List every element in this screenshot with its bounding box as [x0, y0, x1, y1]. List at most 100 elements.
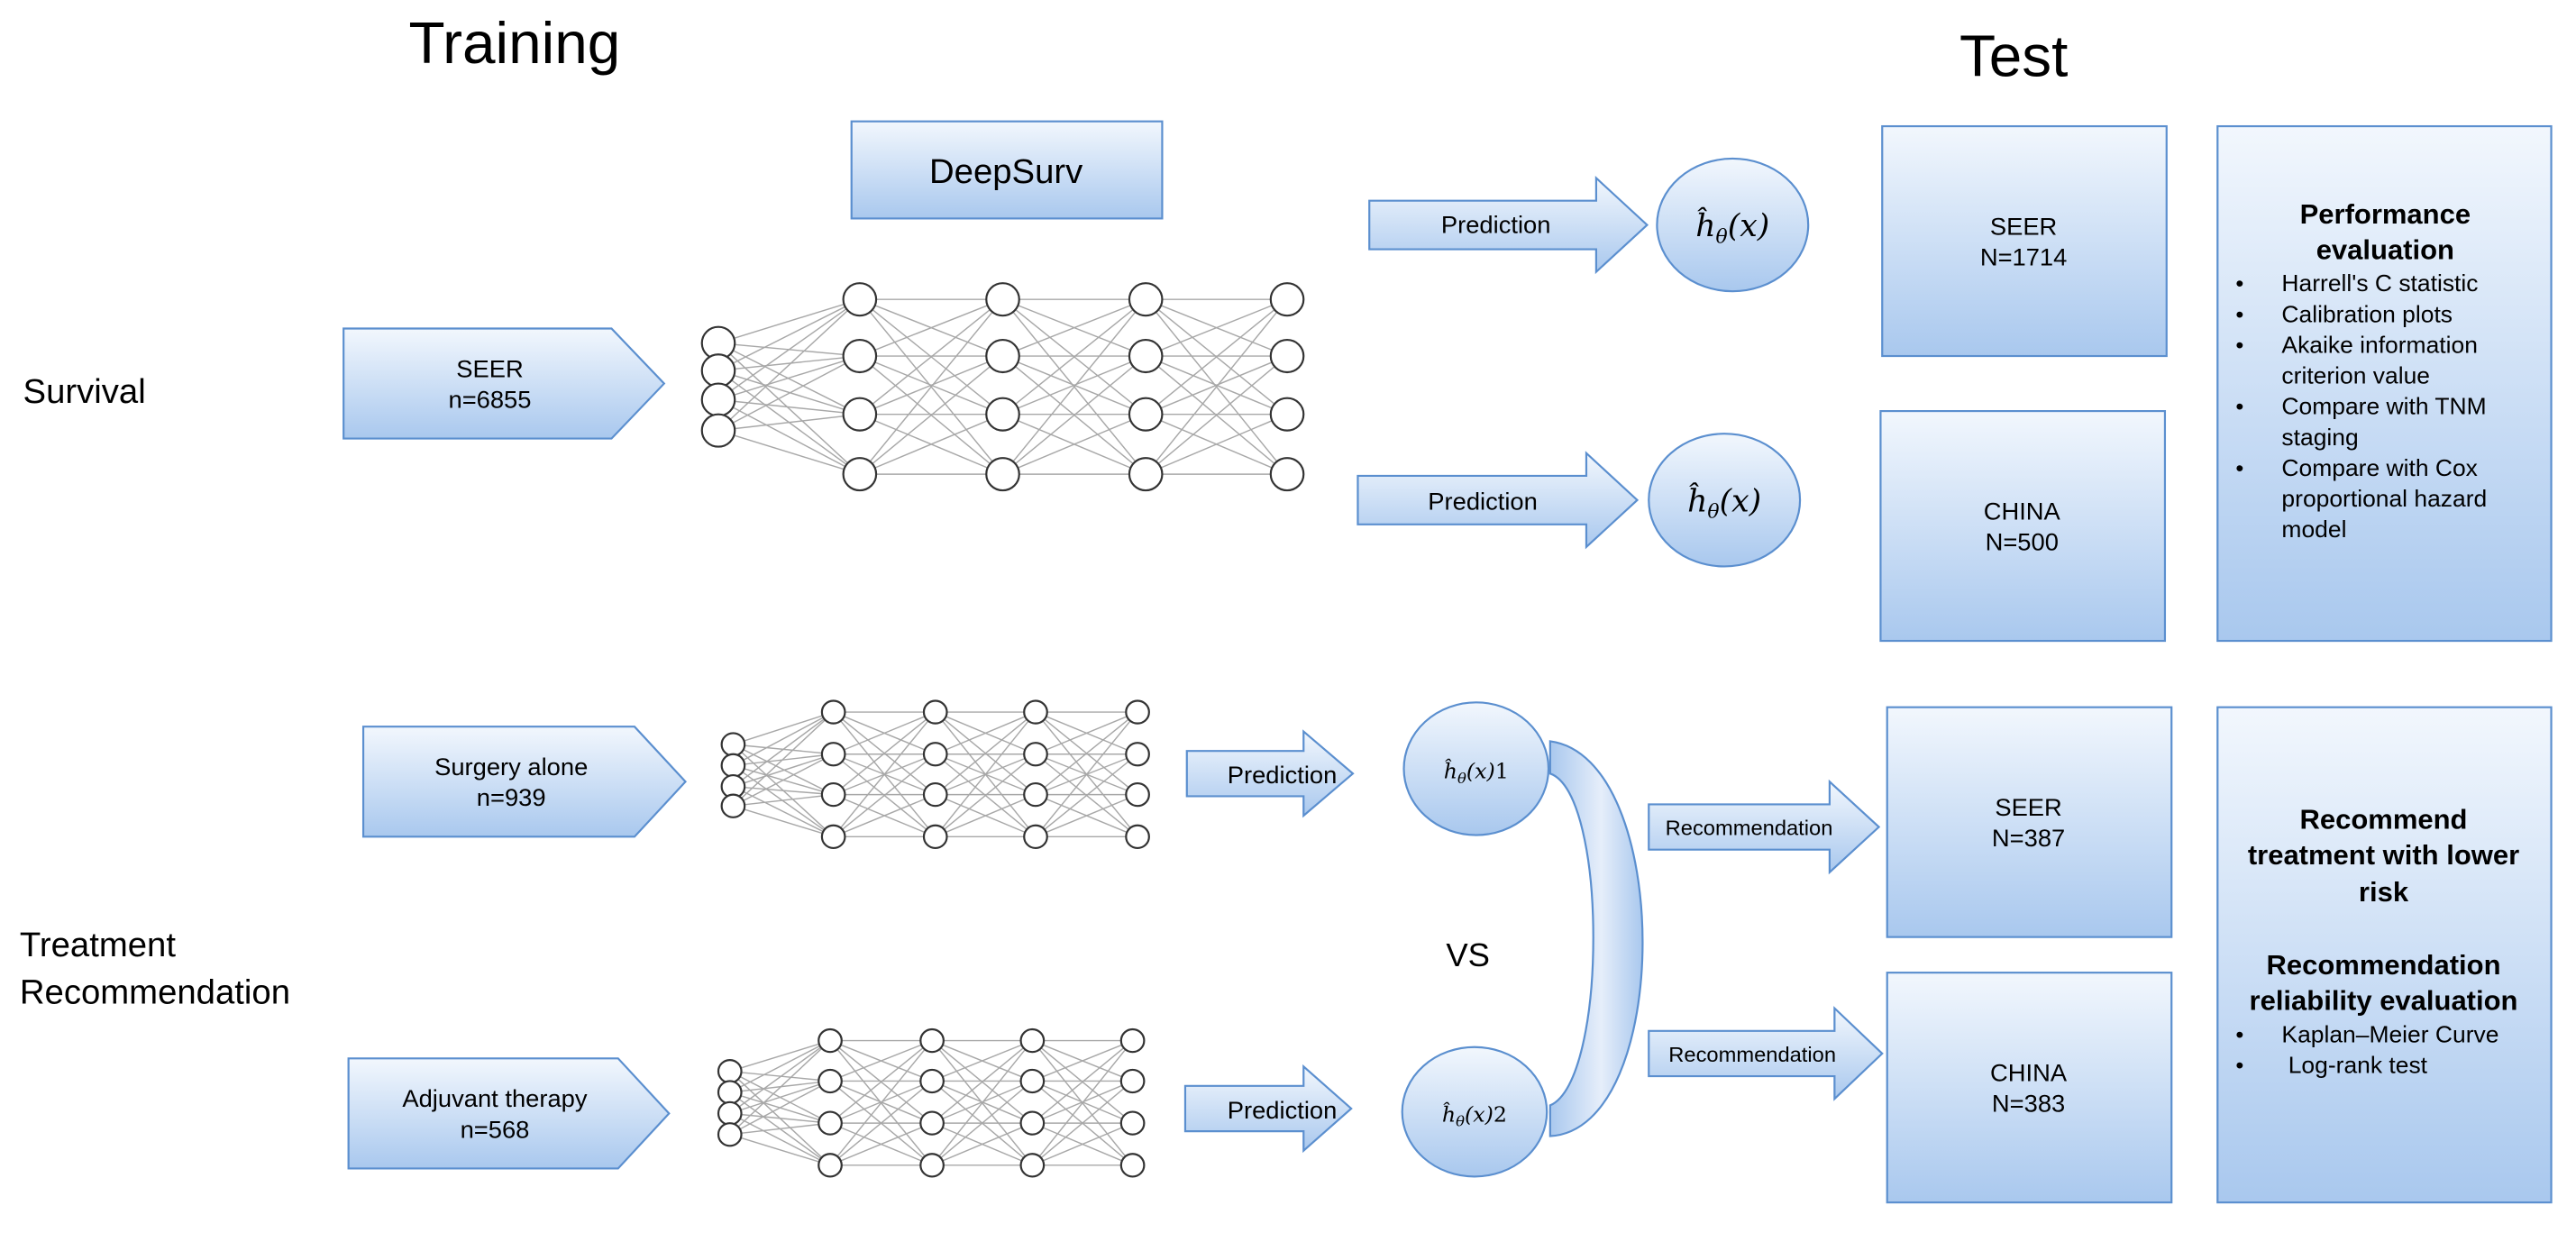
network-edge: [717, 342, 861, 415]
network-edge: [732, 764, 835, 837]
hazard-argument: (x): [1465, 1102, 1494, 1128]
network-edge: [829, 1040, 933, 1124]
network-edge: [729, 1134, 831, 1166]
hazard-output-adjuvant-therapy: ĥθ(x)2: [1401, 1046, 1548, 1178]
network-edge: [717, 298, 861, 401]
performance-evaluation-panel: Performance evaluation •Harrell's C stat…: [2216, 124, 2553, 643]
network-node: [820, 699, 846, 725]
network-node: [922, 781, 948, 808]
hazard-symbol: ĥ: [1687, 483, 1707, 520]
reliability-item: Log-rank test: [2288, 1052, 2428, 1079]
recommendation-arrow-china: Recommendation: [1648, 1006, 1884, 1101]
performance-metric-item: Compare with Cox: [2281, 454, 2477, 481]
network-edge: [833, 711, 936, 755]
network-edge: [931, 1040, 1033, 1166]
bullet: •: [2235, 395, 2243, 420]
network-node: [922, 742, 948, 767]
network-edge: [935, 793, 1037, 837]
network-node: [720, 753, 746, 778]
network-edge: [733, 785, 834, 796]
network-node: [1128, 397, 1164, 432]
network-node: [922, 699, 948, 725]
network-node: [1023, 824, 1048, 849]
network-node: [820, 742, 846, 767]
network-edge: [931, 1080, 1033, 1166]
network-edge: [935, 711, 1037, 796]
theta-subscript: θ: [1716, 225, 1728, 248]
network-edge: [931, 1122, 1033, 1166]
network-node: [700, 382, 736, 417]
network-edge: [729, 1040, 831, 1136]
network-edge: [717, 355, 861, 432]
network-edge: [733, 805, 834, 838]
network-edge: [1145, 355, 1288, 475]
network-node: [717, 1100, 743, 1127]
network-node: [985, 457, 1020, 492]
bullet: •: [2235, 271, 2243, 297]
input-surgery-alone-count: n=939: [477, 783, 546, 811]
comparison-bracket: [1548, 740, 1644, 1137]
network-edge: [733, 711, 835, 766]
network-edge: [935, 711, 1037, 755]
network-edge: [732, 711, 835, 807]
network-node: [720, 732, 746, 757]
hazard-output-china: ĥθ(x): [1648, 433, 1802, 568]
network-edge: [717, 398, 860, 415]
network-node: [1119, 1068, 1146, 1094]
network-edge: [729, 1122, 831, 1136]
input-adjuvant-therapy-name: Adjuvant therapy: [402, 1084, 588, 1112]
bullet: •: [2235, 1054, 2243, 1079]
network-node: [1269, 282, 1305, 317]
network-edge: [733, 711, 834, 745]
network-node: [818, 1153, 843, 1178]
training-header: Training: [408, 10, 620, 75]
test-set-count: N=500: [1986, 528, 2059, 556]
recommendation-label: Recommendation: [1666, 817, 1833, 840]
hazard-symbol: ĥ: [1442, 1101, 1456, 1128]
network-edge: [859, 298, 1003, 415]
network-node: [700, 413, 736, 448]
network-edge: [732, 711, 835, 788]
performance-metrics-list: •Harrell's C statistic•Calibration plots…: [2235, 269, 2487, 543]
network-node: [1128, 457, 1164, 492]
reliability-title-line2: reliability evaluation: [2250, 985, 2518, 1017]
network-edge: [859, 414, 1003, 475]
network-node: [820, 824, 846, 849]
network-edge: [859, 355, 1003, 415]
bullet: •: [2235, 333, 2243, 359]
network-node: [842, 338, 878, 374]
deepsurv-label: DeepSurv: [929, 153, 1082, 191]
prediction-arrow-surgery-alone: Prediction: [1185, 729, 1355, 818]
prediction-label: Prediction: [1441, 211, 1551, 239]
network-edge: [717, 398, 861, 475]
network-edge: [1031, 1040, 1134, 1124]
network-node: [1019, 1153, 1046, 1178]
network-edge: [729, 1112, 831, 1166]
network-node: [717, 1122, 743, 1147]
hazard-argument: (x): [1466, 759, 1495, 784]
test-set-name: CHINA: [1990, 1059, 2068, 1087]
network-node: [1019, 1027, 1046, 1054]
performance-metric-item: Akaike information: [2281, 332, 2477, 359]
prediction-arrow-seer: Prediction: [1368, 176, 1649, 275]
performance-title: Performance: [2300, 198, 2471, 230]
network-edge: [1145, 355, 1288, 415]
network-edge: [717, 429, 861, 475]
recommendation-panel: Recommend treatment with lower risk Reco…: [2216, 706, 2553, 1204]
test-set-name: CHINA: [1984, 498, 2061, 525]
network-edge: [1032, 1039, 1133, 1082]
network-edge: [717, 355, 861, 401]
network-node: [1119, 1027, 1146, 1054]
network-node: [1023, 742, 1048, 767]
network-edge: [935, 711, 1037, 837]
input-surgery-alone-name: Surgery alone: [434, 753, 588, 781]
hazard-symbol: ĥ: [1444, 758, 1457, 784]
hazard-argument: (x): [1720, 484, 1762, 520]
prediction-arrow-adjuvant-therapy: Prediction: [1183, 1064, 1353, 1154]
performance-metric-item: staging: [2281, 424, 2358, 451]
hazard-symbol: ĥ: [1695, 207, 1715, 244]
network-node: [1019, 1068, 1046, 1094]
input-seer: SEER n=6855: [343, 327, 666, 440]
network-edge: [1145, 298, 1288, 475]
